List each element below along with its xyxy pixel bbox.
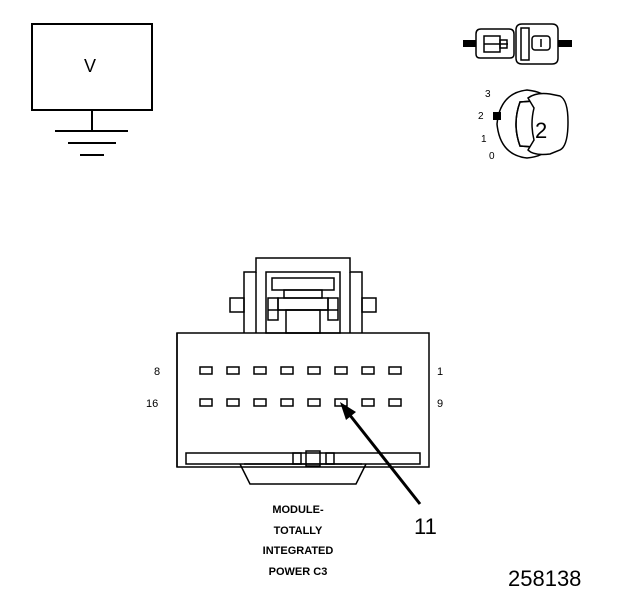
pin-cavity <box>307 366 321 375</box>
pin-cavity <box>361 366 375 375</box>
caption-line: POWER C3 <box>269 566 328 578</box>
pin-cavity <box>226 398 240 407</box>
switch-position-1: 1 <box>481 134 487 145</box>
pin-cavity <box>307 398 321 407</box>
pin-cavity <box>280 398 294 407</box>
ground-icon <box>55 110 128 156</box>
voltmeter: V <box>31 23 153 156</box>
connector-caption: MODULE- TOTALLY INTEGRATED POWER C3 <box>263 504 334 578</box>
pin-cavity <box>388 398 402 407</box>
callout-arrow <box>340 402 422 505</box>
pin-label-1: 1 <box>437 366 443 378</box>
callout-label: 11 <box>414 514 437 539</box>
switch-position-3: 3 <box>485 89 491 100</box>
rotary-switch: 3 2 1 0 2 <box>478 89 569 162</box>
connector-plug-icon <box>463 23 572 65</box>
caption-line: TOTALLY <box>274 525 323 537</box>
pin-cavities <box>199 366 402 407</box>
switch-position-0: 0 <box>489 151 495 162</box>
caption-line: MODULE- <box>272 504 324 516</box>
switch-selected-label: 2 <box>535 118 547 143</box>
rotary-knob-icon <box>493 89 569 159</box>
pin-cavity <box>334 366 348 375</box>
pin-cavity <box>253 366 267 375</box>
switch-position-2: 2 <box>478 111 484 122</box>
pin-label-16: 16 <box>146 398 158 410</box>
pin-cavity <box>253 398 267 407</box>
caption-line: INTEGRATED <box>263 545 334 557</box>
voltmeter-label: V <box>84 56 96 76</box>
pin-cavity <box>361 398 375 407</box>
pin-cavity <box>280 366 294 375</box>
pin-cavity <box>226 366 240 375</box>
figure-id: 258138 <box>508 566 581 591</box>
pin-cavity <box>388 366 402 375</box>
connector-body <box>176 257 430 485</box>
pin-cavity <box>334 398 348 407</box>
pin-cavity <box>199 366 213 375</box>
pin-label-9: 9 <box>437 398 443 410</box>
pin-label-8: 8 <box>154 366 160 378</box>
pin-cavity <box>199 398 213 407</box>
